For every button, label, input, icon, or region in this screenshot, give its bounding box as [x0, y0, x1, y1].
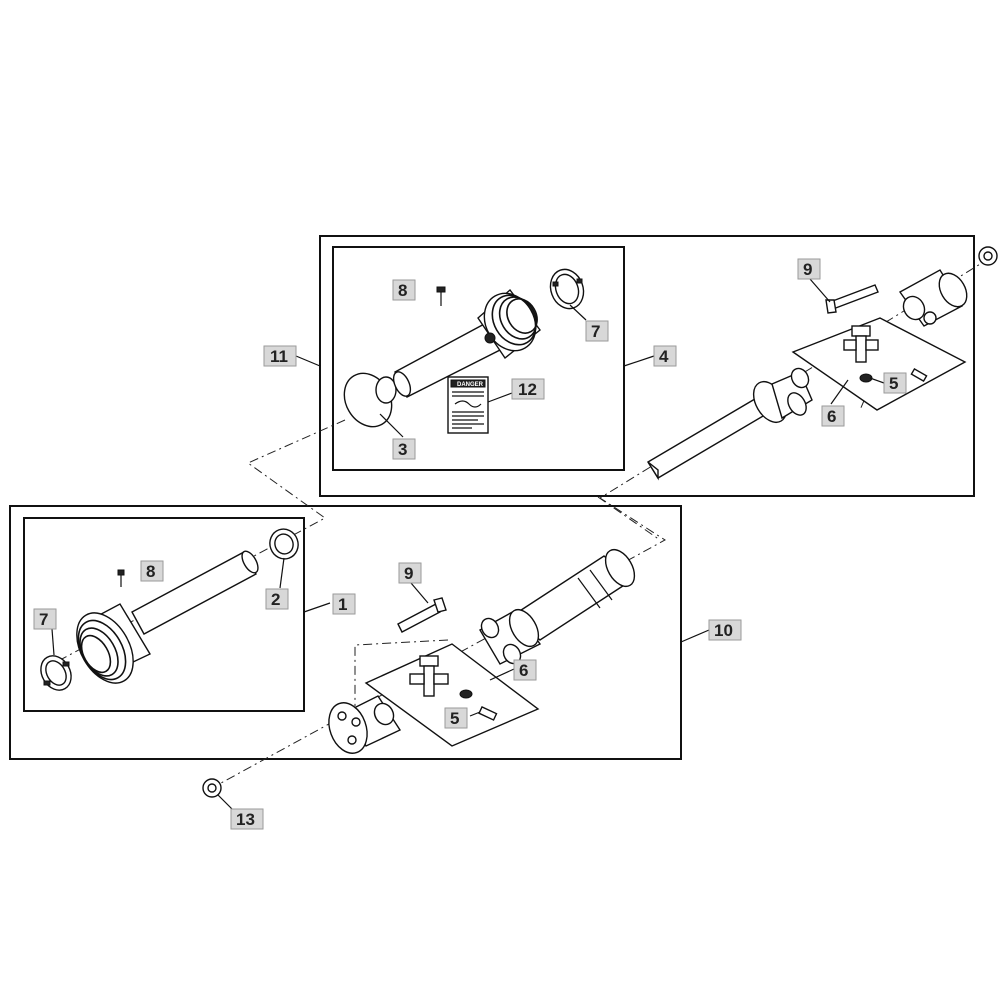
lower-screw — [117, 569, 125, 587]
callout-9-lower[interactable]: 9 — [398, 562, 422, 584]
callout-8-lower-label: 8 — [146, 562, 155, 581]
callout-6-lower[interactable]: 6 — [513, 659, 537, 681]
callout-13-label: 13 — [236, 810, 255, 829]
upper-driveshaft — [647, 246, 998, 481]
callout-3-label: 3 — [398, 440, 407, 459]
upper-cross-journal — [843, 325, 879, 383]
callout-10-label: 10 — [714, 621, 733, 640]
callout-6-upper-label: 6 — [827, 407, 836, 426]
callout-1-label: 1 — [338, 595, 347, 614]
callout-7-upper[interactable]: 7 — [585, 320, 609, 342]
callout-11-label: 11 — [270, 347, 288, 366]
callout-5-lower-label: 5 — [450, 709, 459, 728]
callout-2[interactable]: 2 — [265, 588, 289, 610]
upper-cross-kit-panel — [791, 317, 967, 411]
callout-5-upper-label: 5 — [889, 374, 898, 393]
callout-1[interactable]: 1 — [332, 593, 356, 615]
callout-3[interactable]: 3 — [392, 438, 416, 460]
lower-grease-fitting — [478, 705, 498, 721]
callout-10[interactable]: 10 — [708, 619, 742, 641]
callout-6-upper[interactable]: 6 — [821, 405, 845, 427]
upper-ribbed-bell — [477, 288, 541, 360]
upper-shield-tube: DANGER — [343, 268, 585, 434]
upper-grease-fitting — [910, 367, 928, 383]
callout-8-upper[interactable]: 8 — [392, 279, 416, 301]
callout-4-label: 4 — [659, 347, 669, 366]
lower-cross-journal — [409, 655, 473, 699]
callout-9-upper[interactable]: 9 — [797, 258, 821, 280]
callout-12[interactable]: 12 — [511, 378, 545, 400]
callout-5-lower[interactable]: 5 — [444, 707, 468, 729]
lower-assembly-frame — [9, 505, 682, 760]
leader-lines — [51, 278, 885, 810]
callout-11[interactable]: 11 — [263, 345, 297, 367]
callout-6-lower-label: 6 — [519, 661, 528, 680]
callout-12-label: 12 — [518, 380, 537, 399]
callout-7-lower[interactable]: 7 — [33, 608, 57, 630]
lower-bearing-ring — [269, 528, 299, 560]
upper-flange-yoke — [898, 269, 968, 327]
callout-7-upper-label: 7 — [591, 322, 600, 341]
callout-9-upper-label: 9 — [803, 260, 812, 279]
callout-5-upper[interactable]: 5 — [883, 372, 907, 394]
callout-8-lower[interactable]: 8 — [140, 560, 164, 582]
upper-nut — [978, 246, 998, 266]
callout-4[interactable]: 4 — [653, 345, 677, 367]
decal-header: DANGER — [457, 382, 484, 388]
lower-retaining-ring-left — [40, 655, 72, 691]
safety-decal: DANGER — [447, 376, 489, 434]
upper-retaining-ring — [549, 268, 585, 310]
callout-13[interactable]: 13 — [230, 808, 264, 830]
upper-guard-subframe — [332, 246, 625, 471]
lower-flange-yoke — [328, 695, 402, 754]
lower-yoke — [479, 608, 542, 665]
lower-nut — [202, 778, 222, 798]
lower-driveshaft — [202, 548, 636, 798]
lower-ribbed-bell — [76, 603, 151, 684]
lower-shield-tube — [40, 528, 299, 691]
upper-bolt — [825, 284, 879, 314]
callout-8-upper-label: 8 — [398, 281, 407, 300]
callout-2-label: 2 — [271, 590, 280, 609]
lower-guard-subframe — [23, 517, 305, 712]
upper-screw — [436, 286, 446, 306]
lower-bolt — [397, 597, 447, 633]
callout-9-lower-label: 9 — [404, 564, 413, 583]
callout-7-lower-label: 7 — [39, 610, 48, 629]
